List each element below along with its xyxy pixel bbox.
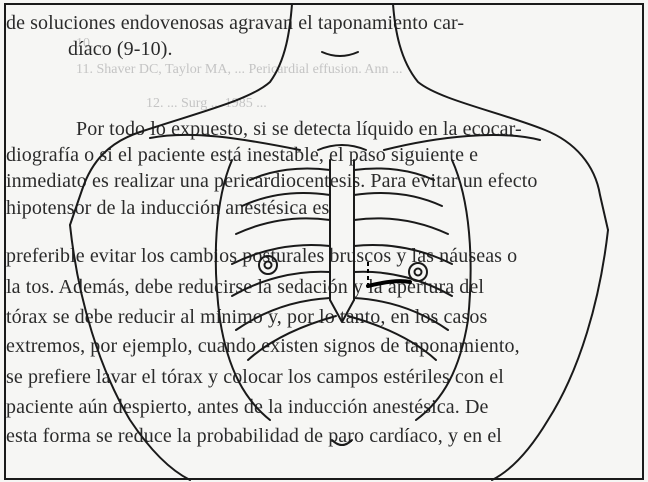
rib-left-5 [232, 272, 330, 296]
rib-right-4 [354, 245, 452, 264]
rib-left-7 [248, 316, 336, 360]
rib-right-2 [354, 193, 442, 206]
clavicle-right [384, 135, 540, 150]
rib-left-3 [236, 218, 330, 234]
flank-left [70, 225, 190, 480]
nipple-right [409, 263, 427, 281]
incision-mark [368, 281, 410, 286]
rib-cage-outline [216, 160, 471, 420]
rib-left-6 [236, 298, 330, 330]
rib-right-1 [354, 168, 434, 180]
flank-right [492, 230, 608, 480]
rib-right-3 [354, 218, 448, 234]
sternum-notch [318, 145, 366, 150]
chin-line [322, 52, 358, 56]
rib-right-7 [348, 316, 436, 360]
rib-left-4 [232, 245, 330, 264]
rib-left-2 [242, 193, 330, 206]
neck-outline-left [70, 4, 292, 225]
navel [332, 440, 352, 445]
neck-outline-right [393, 4, 608, 230]
nipple-left [259, 256, 277, 274]
clavicle-left [150, 135, 300, 150]
rib-right-6 [354, 298, 448, 330]
xiphoid [330, 300, 354, 322]
rib-left-1 [250, 168, 330, 180]
